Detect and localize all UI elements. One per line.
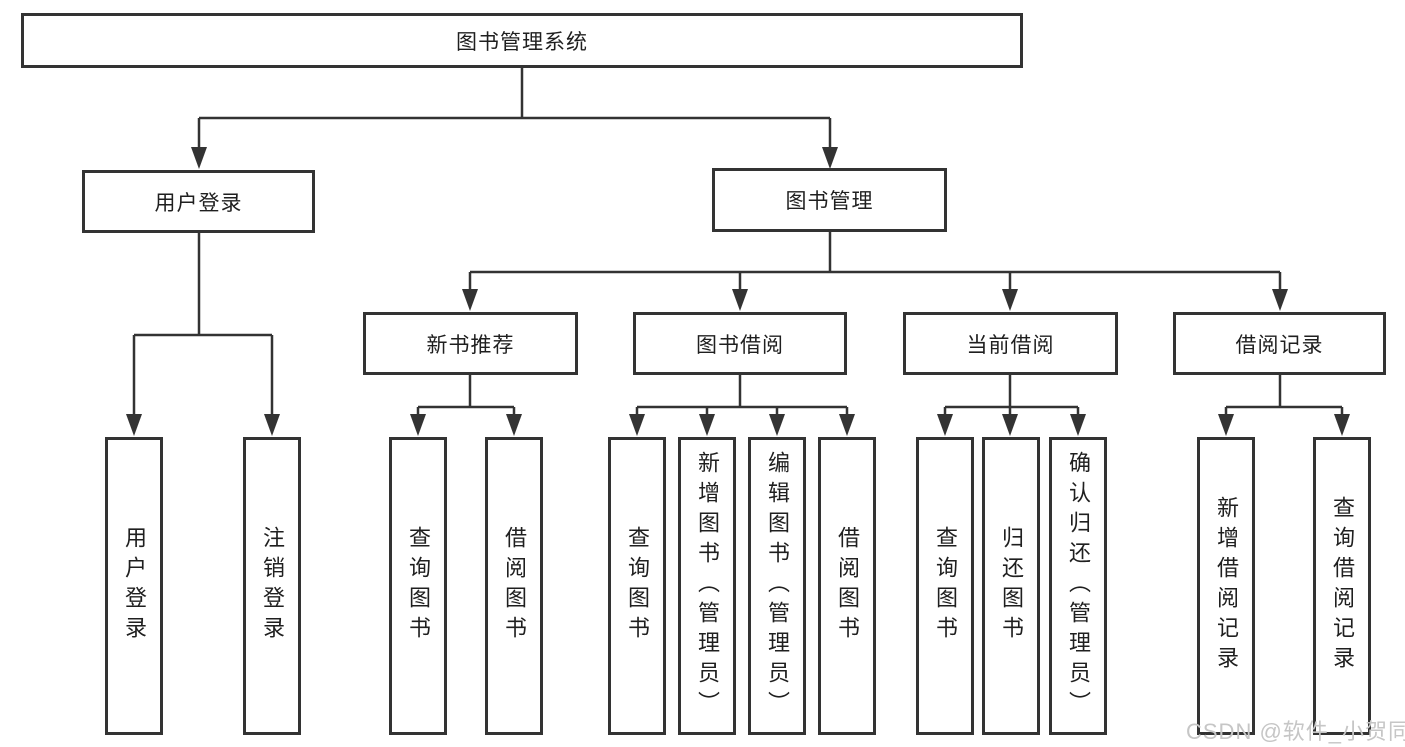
node-label: 归还图书 [999,526,1024,646]
node-leaf-user-login: 用户登录 [105,437,163,735]
node-leaf-logout: 注销登录 [243,437,301,735]
node-label: 新增借阅记录 [1214,496,1239,676]
node-label: 编辑图书（管理员） [765,451,790,721]
node-label: 图书借阅 [696,333,784,357]
node-borrowing-records: 借阅记录 [1173,312,1386,375]
node-label: 新书推荐 [426,333,515,357]
node-library-management-system: 图书管理系统 [21,13,1023,68]
node-book-borrowing: 图书借阅 [633,312,847,375]
node-label: 用户登录 [122,526,147,646]
node-leaf-return-books: 归还图书 [982,437,1040,735]
node-label: 借阅记录 [1235,333,1324,357]
csdn-watermark: CSDN @软件_小贺同学 [1186,719,1405,744]
node-label: 查询图书 [406,526,431,646]
node-leaf-borrow-books: 借阅图书 [818,437,876,735]
node-label: 用户登录 [154,191,243,215]
node-book-management: 图书管理 [712,168,947,232]
node-current-borrowing: 当前借阅 [903,312,1118,375]
node-leaf-confirm-return-admin: 确认归还（管理员） [1049,437,1107,735]
node-label: 查询借阅记录 [1330,496,1355,676]
node-label: 当前借阅 [966,333,1055,357]
node-leaf-query-books-current: 查询图书 [916,437,974,735]
node-user-login: 用户登录 [82,170,315,233]
node-label: 查询图书 [625,526,650,646]
arrowhead-icons [126,147,1350,436]
node-leaf-add-books-admin: 新增图书（管理员） [678,437,736,735]
node-label: 借阅图书 [835,526,860,646]
node-label: 确认归还（管理员） [1066,451,1091,721]
node-leaf-add-borrow-record: 新增借阅记录 [1197,437,1255,735]
node-leaf-query-books-recommend: 查询图书 [389,437,447,735]
node-label: 图书管理 [785,190,874,213]
node-label: 借阅图书 [502,526,527,646]
node-label: 查询图书 [933,526,958,646]
node-label: 新增图书（管理员） [695,451,720,721]
node-leaf-edit-books-admin: 编辑图书（管理员） [748,437,806,735]
node-leaf-query-borrow-record: 查询借阅记录 [1313,437,1371,735]
node-leaf-borrow-books-recommend: 借阅图书 [485,437,543,735]
node-leaf-query-books-borrowing: 查询图书 [608,437,666,735]
node-label: 注销登录 [260,526,285,646]
node-new-book-recommend: 新书推荐 [363,312,578,375]
node-label: 图书管理系统 [456,30,588,54]
